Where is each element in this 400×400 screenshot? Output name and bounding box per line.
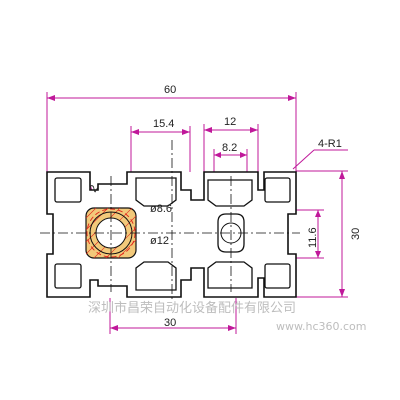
dim-wall-thickness: 2: [87, 183, 100, 194]
center-lines: [40, 140, 300, 300]
dim-bore-height: 11.6: [307, 227, 319, 248]
pocket-bottom-right: [264, 263, 291, 289]
pocket-bottom-left: [54, 263, 82, 289]
dim-height: 30: [350, 228, 362, 240]
dim-bore-large: ø12: [150, 235, 169, 247]
dim-overall-width: 60: [164, 84, 176, 96]
watermark-website: www.hc360.com: [276, 320, 366, 333]
dim-bore-small: ø8.6: [150, 203, 172, 215]
dimension-texts: 60 15.4 12 8.2 4-R1 30 11.6 30 2 ø8.6 ø1…: [87, 84, 362, 329]
dim-slot-width: 12: [224, 116, 236, 128]
dim-slot-opening: 8.2: [222, 142, 237, 154]
watermark-company: 深圳市昌荣自动化设备配件有限公司: [88, 300, 296, 316]
pocket-top-right: [264, 177, 291, 203]
dim-corner-radius: 4-R1: [318, 138, 342, 150]
profile-outline: [46, 171, 297, 298]
dim-pitch: 15.4: [153, 118, 174, 130]
dim-half-width: 30: [164, 317, 176, 329]
watermark: 深圳市昌荣自动化设备配件有限公司 www.hc360.com: [88, 300, 366, 333]
pocket-top-left: [54, 177, 82, 203]
